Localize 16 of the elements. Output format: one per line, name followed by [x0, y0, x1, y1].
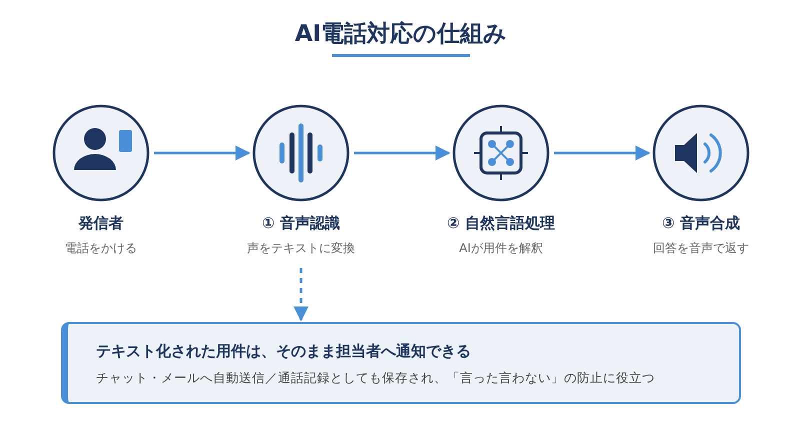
arrow [354, 146, 450, 160]
arrow [554, 146, 650, 160]
step-title: ③ 音声合成 [661, 214, 741, 233]
arrow [294, 268, 308, 322]
diagram-title: AI電話対応の仕組み [294, 20, 508, 49]
step-title: 発信者 [77, 214, 124, 233]
step-title: ① 音声認識 [261, 214, 341, 233]
step-description: 声をテキストに変換 [246, 240, 356, 257]
step-title: ② 自然言語処理 [446, 214, 556, 233]
note-heading: テキスト化された用件は、そのまま担当者へ通知できる [96, 342, 471, 361]
step-description: 回答を音声で返す [652, 240, 750, 257]
step-description: AIが用件を解釈 [458, 240, 544, 257]
note-panel [61, 322, 741, 404]
step-description: 電話をかける [64, 240, 138, 257]
arrow [154, 146, 250, 160]
note-text: チャット・メールへ自動送信／通話記録としても保存され、「言った言わない」の防止に役立つ [96, 370, 655, 387]
